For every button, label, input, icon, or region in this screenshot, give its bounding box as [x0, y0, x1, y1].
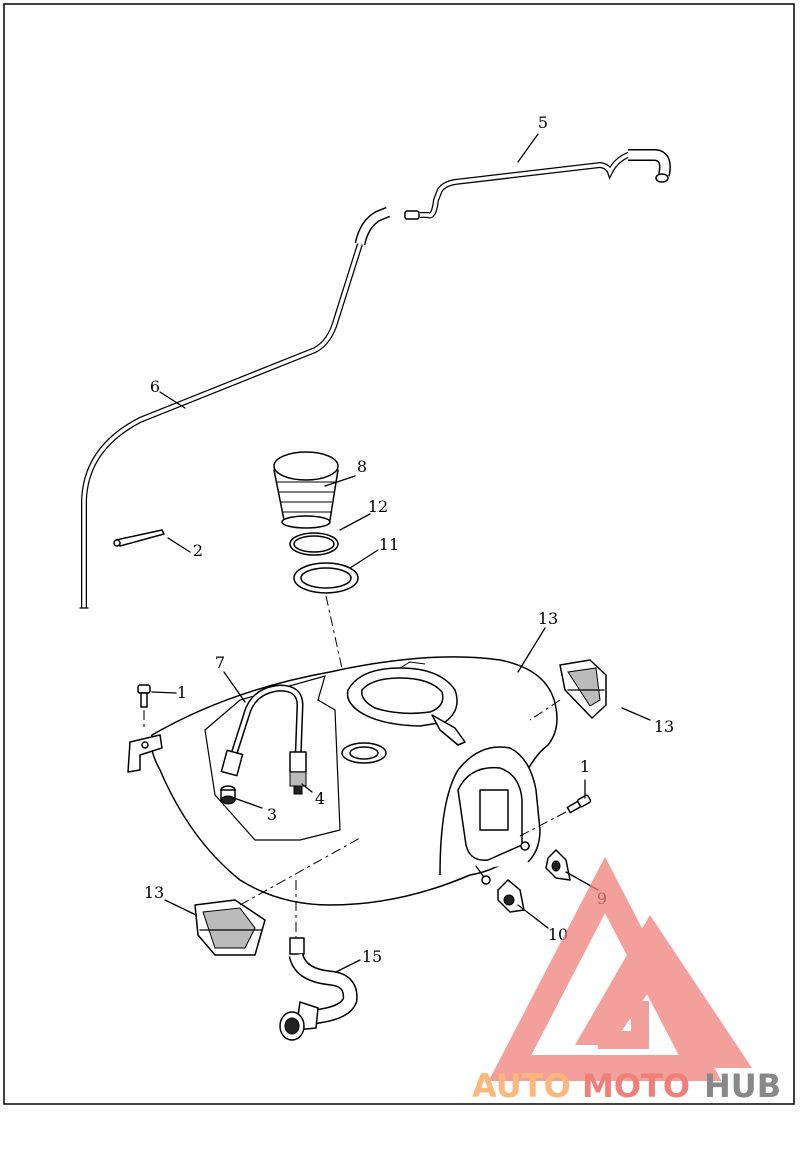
- watermark-text-hub: HUB: [704, 1067, 781, 1105]
- page-border: [3, 3, 795, 1105]
- watermark-wordmark: AUTO MOTO HUB: [472, 1067, 781, 1105]
- callout-1-left: 1: [177, 683, 187, 702]
- callout-13-right: 13: [654, 717, 674, 736]
- callout-labels: 5 6 2 8 12 11 13 7 1 3 4 1 13 9 10 13 15: [144, 113, 674, 966]
- callout-13-left: 13: [144, 883, 164, 902]
- part-5-vent-tube: [404, 149, 671, 220]
- part-15-fuel-line: [279, 937, 358, 1041]
- part-4-fitting: [289, 771, 307, 795]
- callout-5: 5: [538, 113, 548, 132]
- callout-1-right: 1: [580, 757, 590, 776]
- callout-6: 6: [150, 377, 160, 396]
- part-8-fuel-cap: [273, 451, 339, 529]
- part-13-emblem-right: [529, 659, 607, 721]
- part-9-grommet: [545, 849, 571, 881]
- callout-11: 11: [379, 535, 399, 554]
- callout-7: 7: [215, 653, 225, 672]
- watermark-text-auto: AUTO: [472, 1067, 571, 1105]
- watermark-g-shape: [598, 1001, 649, 1049]
- watermark-logo: [488, 856, 752, 1081]
- part-12-o-ring-inner: [293, 535, 335, 553]
- callout-4: 4: [315, 789, 325, 808]
- callout-12: 12: [368, 497, 388, 516]
- part-11-gasket-inner: [300, 567, 352, 589]
- callout-3: 3: [267, 805, 277, 824]
- part-14-fuel-tank: [127, 656, 558, 906]
- part-6-vent-hose: [79, 206, 391, 609]
- watermark-triangle-shape: [575, 915, 752, 1068]
- callout-2: 2: [193, 541, 203, 560]
- part-3-fitting: [220, 785, 236, 805]
- callout-8: 8: [357, 457, 367, 476]
- part-2-cable-tie: [113, 529, 165, 547]
- watermark-text-moto: MOTO: [582, 1067, 690, 1105]
- part-1-screw-right: [519, 794, 592, 837]
- callout-14: 13: [538, 609, 558, 628]
- part-7-crossover-hose: [220, 684, 307, 777]
- callout-15: 15: [362, 947, 382, 966]
- part-1-screw-left: [137, 684, 151, 730]
- part-13-emblem-left: [194, 837, 361, 956]
